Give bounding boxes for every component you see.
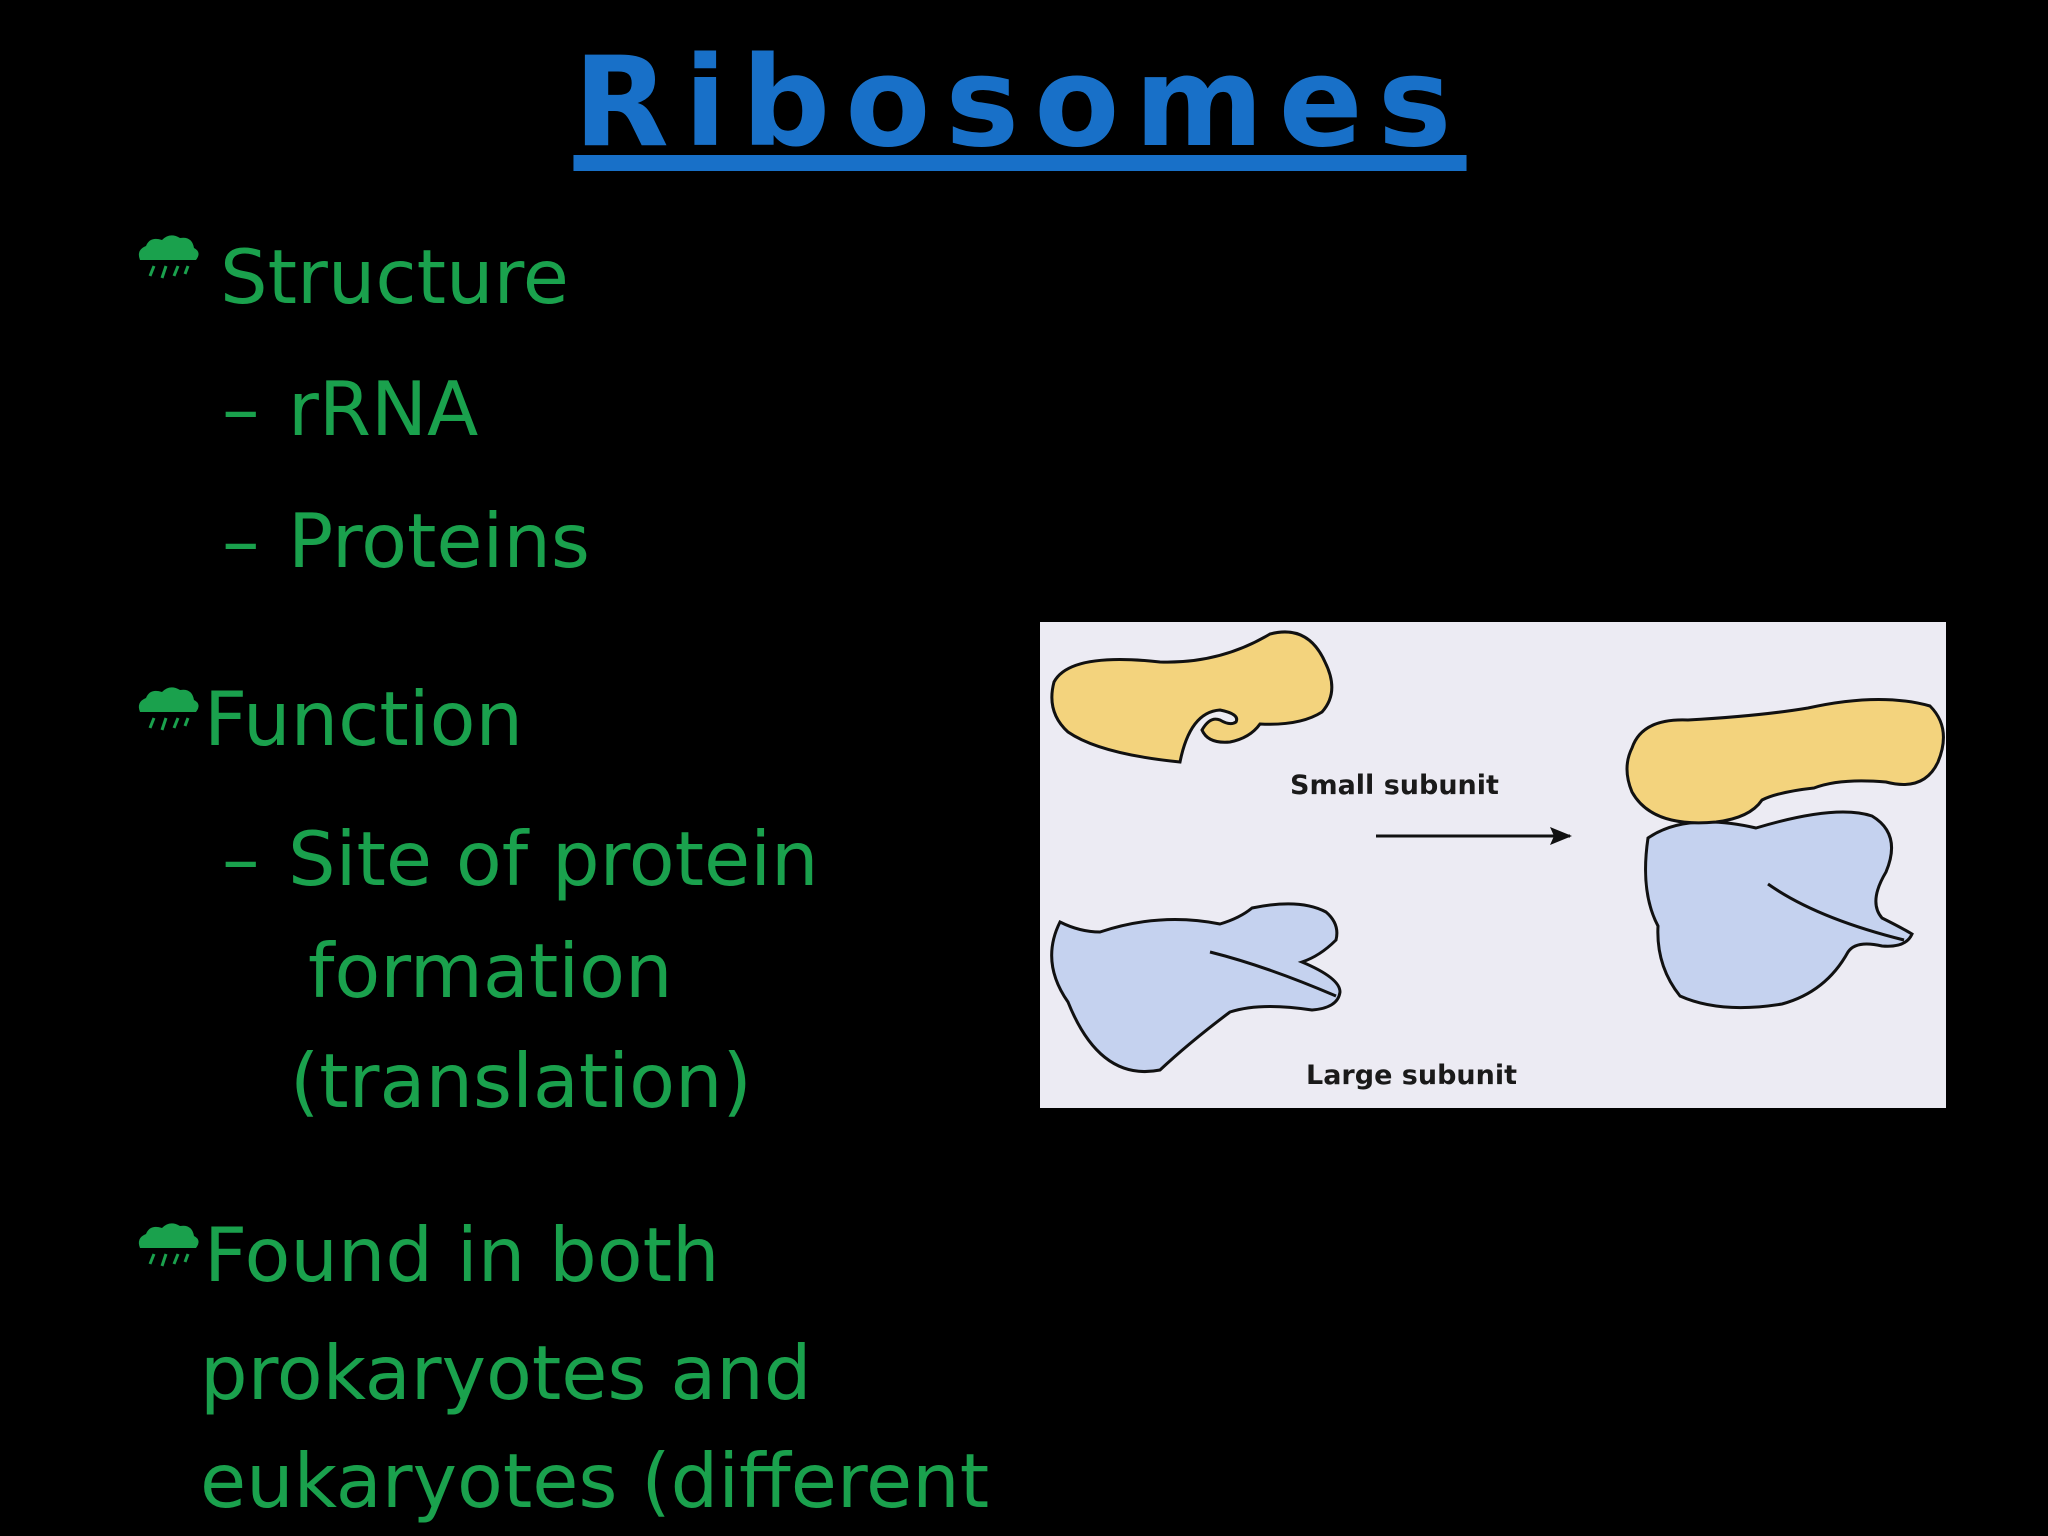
sub-bullet-proteins: Proteins [288, 497, 590, 585]
large-subunit-assembled [1644, 810, 1914, 1010]
ribosome-diagram: Small subunit Large subunit [1040, 622, 1946, 1108]
cloud-rain-icon [138, 1223, 199, 1267]
small-subunit-label: Small subunit [1290, 770, 1499, 801]
dash-marker: – [222, 365, 260, 453]
arrow-right-icon [1550, 827, 1572, 845]
ribosome-figure: Small subunit Large subunit [1040, 622, 1946, 1108]
cloud-rain-icon [138, 687, 199, 731]
dash-marker: – [222, 815, 260, 903]
sub-bullet-site-line-2: formation [308, 927, 673, 1015]
bullet-function: Function [204, 675, 524, 763]
slide-title: Ribosomes [573, 31, 1467, 175]
sub-bullet-rrna: rRNA [288, 365, 479, 453]
bullet-found-line-3: eukaryotes (different [200, 1437, 990, 1525]
dash-marker: – [222, 497, 260, 585]
sub-bullet-site-line-1: Site of protein [288, 815, 819, 903]
sub-bullet-site-line-3: (translation) [290, 1037, 752, 1125]
bullet-found-line-1: Found in both [204, 1211, 720, 1299]
bullet-structure: Structure [220, 233, 569, 321]
small-subunit-shape [1050, 630, 1334, 764]
bullet-found-line-2: prokaryotes and [200, 1329, 812, 1417]
large-subunit-label: Large subunit [1306, 1060, 1517, 1091]
large-subunit-shape [1050, 902, 1342, 1073]
small-subunit-assembled [1625, 698, 1945, 825]
cloud-rain-icon [138, 235, 199, 279]
